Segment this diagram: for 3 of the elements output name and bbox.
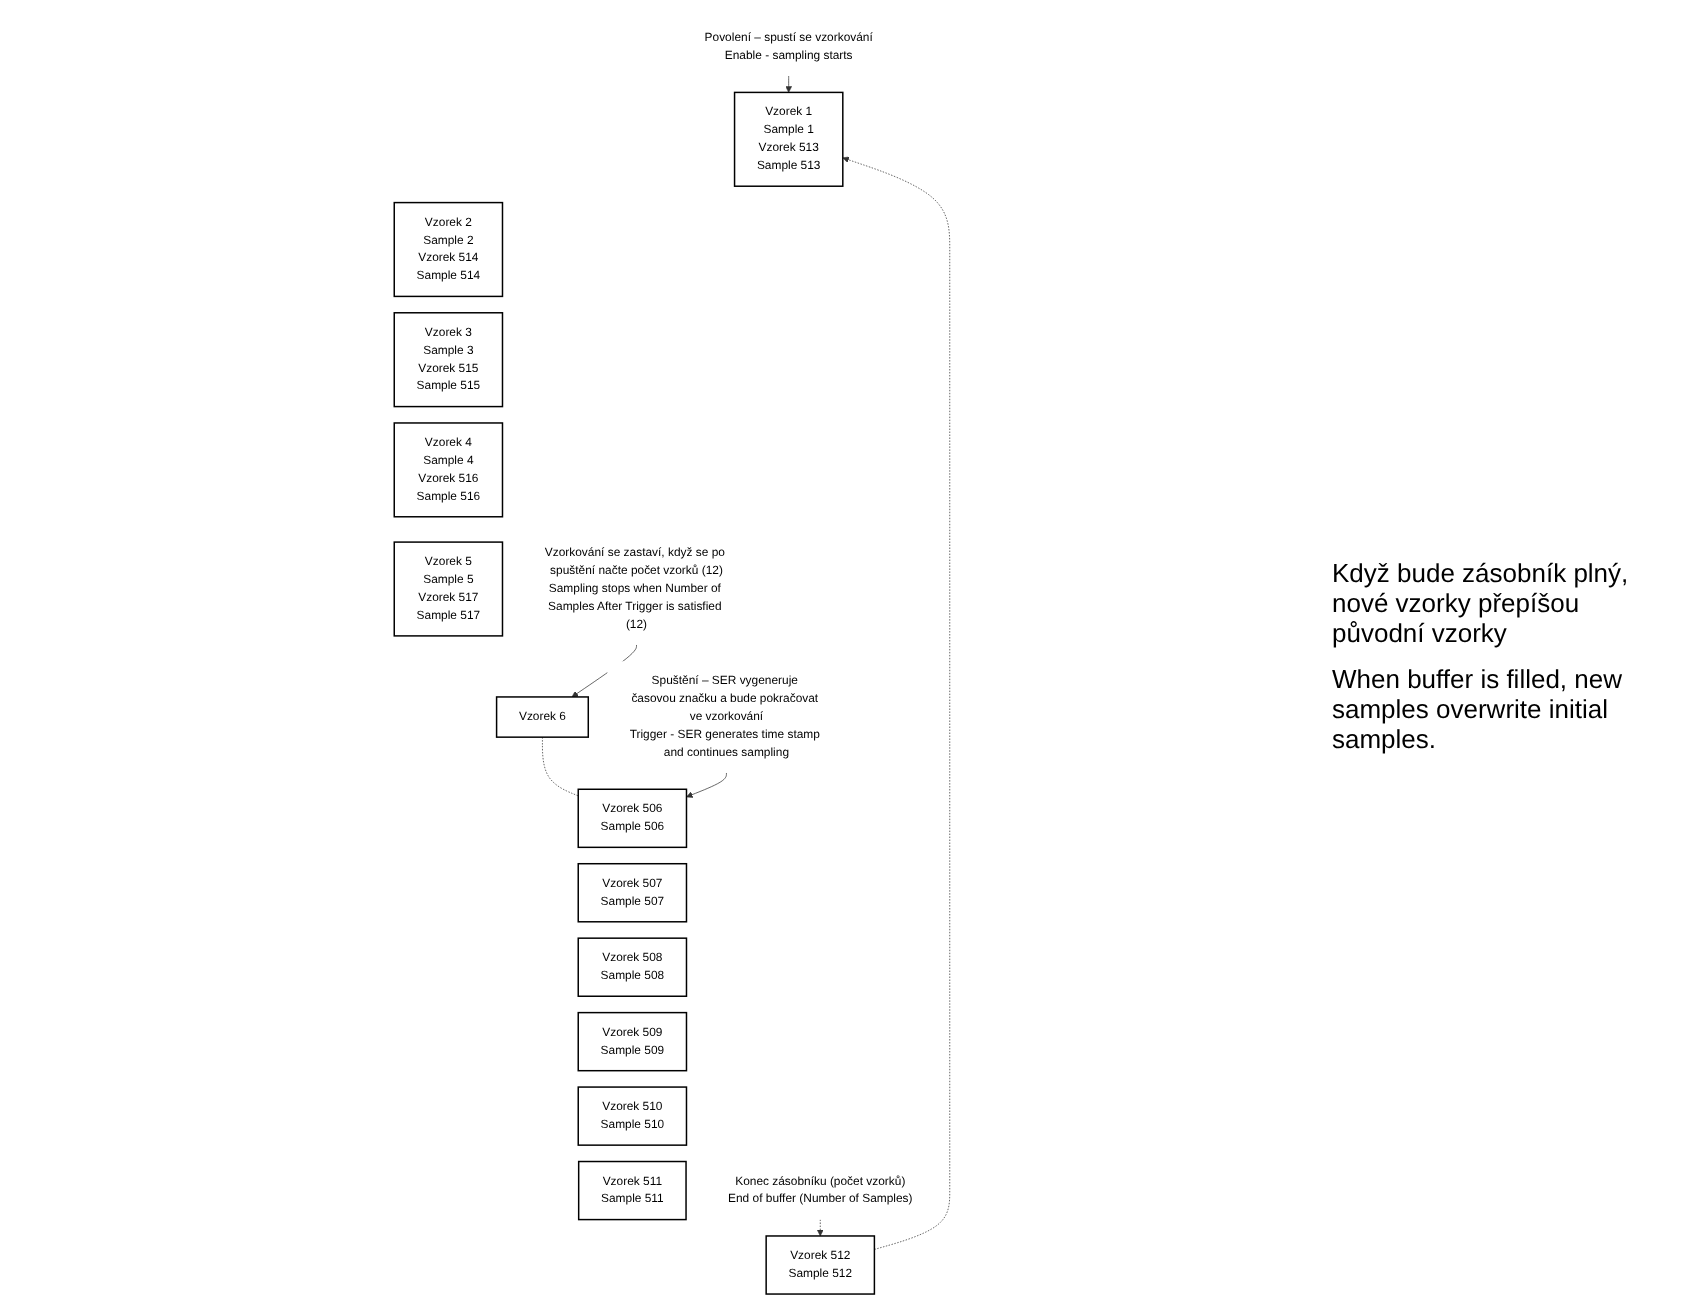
note-text: Když bude zásobník plný, nové vzorky přepíšou původní vzorky	[1332, 558, 1631, 648]
note-text: When buffer is filled, new samples overwrite initial samples.	[1332, 664, 1624, 754]
connector	[542, 736, 579, 797]
